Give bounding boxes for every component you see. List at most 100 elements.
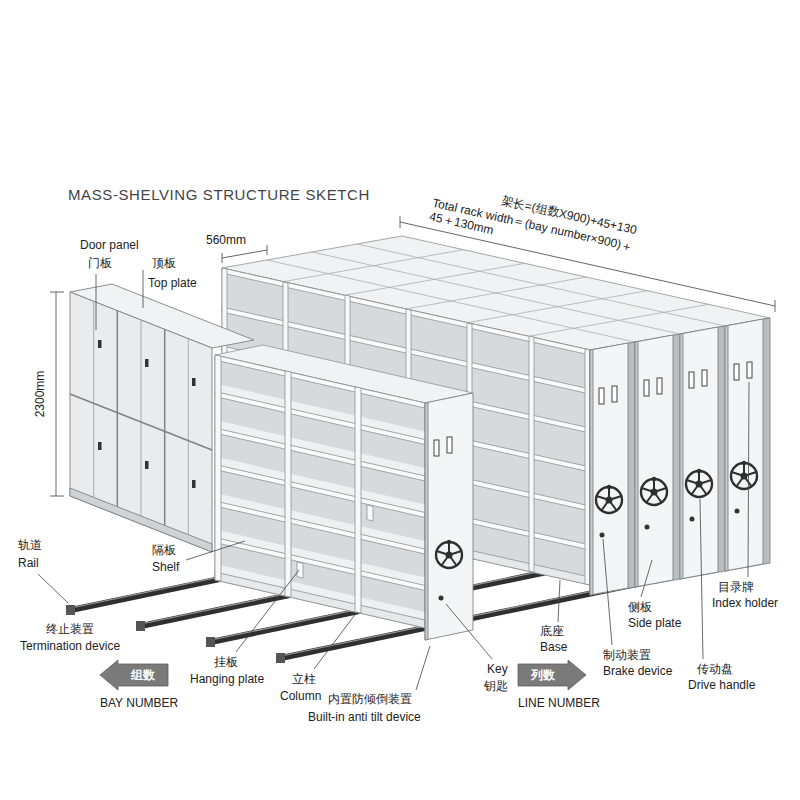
part-label: 顶板 (152, 256, 176, 270)
side-plate (590, 343, 628, 595)
dimension-line (222, 253, 223, 263)
dimension-line (267, 245, 268, 255)
hanging-plate (367, 505, 373, 521)
door-lock (192, 378, 196, 386)
door-cabinet (141, 320, 142, 516)
hanging-plate (297, 505, 373, 578)
index-holder (734, 364, 739, 380)
part-label: 目录牌 (718, 580, 754, 594)
drive-handle-wheel (436, 540, 462, 568)
part-label: Column (280, 689, 321, 703)
part-label: Built-in anti tilt device (308, 710, 421, 724)
back-shelving-block (529, 304, 709, 336)
part-label: 终止装置 (46, 622, 94, 636)
part-label: Shelf (152, 560, 179, 574)
diagram-title: MASS-SHELVING STRUCTURE SKETCH (68, 186, 370, 204)
arrow-label: 列数 (531, 668, 555, 682)
index-holder (599, 362, 752, 404)
part-label: Brake device (603, 664, 672, 678)
part-label: 轨道 (18, 538, 42, 552)
dimension-line (775, 300, 776, 312)
arrow-shape (100, 660, 168, 690)
drive-handle-wheel (686, 469, 712, 497)
back-shelving-block (585, 349, 590, 585)
part-label: 制动装置 (603, 648, 651, 662)
door-lock (98, 442, 102, 450)
arrow-label: 组数 (131, 668, 155, 682)
part-label: Drive handle (688, 678, 755, 692)
index-holder (434, 437, 452, 456)
brake-device (600, 533, 605, 538)
part-label: Hanging plate (190, 672, 264, 686)
door-cabinet (117, 311, 119, 507)
door-cabinet (70, 292, 212, 552)
drive-handle-wheel (596, 485, 622, 513)
front-shelving-carriage (215, 564, 425, 620)
index-holder (657, 378, 662, 394)
part-label: 隔板 (152, 543, 176, 557)
axis-label: BAY NUMBER (100, 696, 178, 710)
index-holder (612, 386, 617, 402)
arrow-shape (518, 660, 586, 690)
termination-device (136, 621, 145, 631)
front-shelving-carriage (355, 387, 361, 613)
leader-line (416, 646, 430, 690)
side-plate (425, 393, 473, 640)
leader-line (38, 270, 749, 690)
leader-line (143, 270, 144, 308)
part-label: 门板 (88, 256, 112, 270)
side-plate (725, 319, 763, 571)
brake-device (735, 509, 740, 514)
part-label: 560mm (206, 233, 246, 247)
door-lock (145, 461, 149, 469)
side-plate (725, 326, 728, 572)
back-shelving-block (406, 277, 586, 309)
brake-device (645, 525, 650, 530)
side-plate (590, 350, 593, 596)
leader-line (748, 382, 749, 577)
dimension-line (222, 250, 267, 258)
part-label: Index holder (712, 596, 778, 610)
index-holder (599, 388, 604, 404)
door-cabinet (164, 329, 166, 525)
direction-arrow: 列数 LINE NUMBER (518, 660, 601, 710)
part-label: Top plate (148, 276, 197, 290)
index-holder (689, 372, 694, 388)
dimension-line (50, 216, 775, 496)
drive-handle-wheel (731, 461, 757, 489)
door-cabinet (70, 394, 212, 450)
leader-line (314, 612, 357, 669)
front-shelving-carriage (215, 572, 425, 628)
side-plate (590, 318, 770, 595)
back-shelving-block (345, 263, 525, 295)
side-plate (425, 402, 428, 640)
part-label: 挂板 (214, 655, 238, 669)
back-shelving-block (283, 250, 463, 282)
side-plate (680, 327, 718, 579)
hanging-plate (297, 562, 303, 578)
index-holder (447, 437, 452, 453)
index-holder (434, 440, 439, 456)
side-plate (425, 393, 473, 640)
brake-device (600, 509, 740, 538)
back-shelving-block (529, 336, 534, 572)
direction-arrow: 组数 BAY NUMBER (100, 660, 179, 710)
part-label: 内置防倾倒装置 (328, 692, 412, 706)
part-label: Door panel (80, 238, 139, 252)
part-label: Termination device (20, 639, 120, 653)
part-label: Rail (18, 556, 39, 570)
leader-line (558, 580, 560, 622)
door-lock (98, 340, 196, 488)
door-cabinet (188, 339, 189, 535)
side-plate (635, 335, 673, 587)
key-lock (439, 596, 444, 601)
dimension-line (56, 292, 57, 496)
part-label: Side plate (628, 616, 681, 630)
index-holder (644, 380, 649, 396)
side-plate (680, 334, 683, 580)
axis-label: LINE NUMBER (518, 696, 600, 710)
leader-line (700, 499, 703, 659)
part-label: Key (487, 662, 508, 676)
termination-device (66, 605, 75, 615)
part-label: Base (540, 640, 567, 654)
